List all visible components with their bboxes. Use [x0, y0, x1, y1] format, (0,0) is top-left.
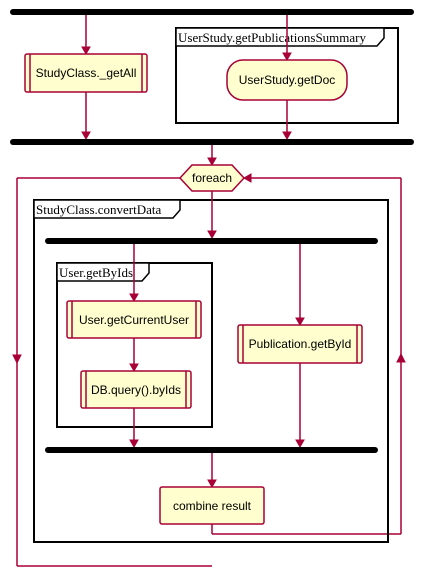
- frame-convert-data: StudyClass.convertData: [33, 199, 389, 543]
- node-get-doc: UserStudy.getDoc: [226, 59, 348, 101]
- node-db-query: DB.query().byIds: [80, 370, 192, 409]
- fork-bar-inner: [45, 238, 378, 244]
- node-foreach: foreach: [178, 164, 246, 192]
- node-foreach-label: foreach: [192, 171, 232, 185]
- frame-get-by-ids-title: User.getByIds: [59, 265, 133, 280]
- node-get-all: StudyClass._getAll: [24, 53, 148, 93]
- frame-get-by-ids: User.getByIds: [56, 262, 213, 428]
- frame-user-study-title: UserStudy.getPublicationsSummary: [178, 30, 367, 45]
- node-combine-result-label: combine result: [173, 499, 252, 513]
- frame-convert-data-title: StudyClass.convertData: [36, 202, 162, 217]
- node-combine-result: combine result: [159, 486, 265, 525]
- join-bar-inner: [45, 447, 378, 453]
- join-bar-top: [10, 139, 414, 145]
- node-get-all-label: StudyClass._getAll: [36, 66, 137, 80]
- node-get-current-user-label: User.getCurrentUser: [79, 313, 189, 327]
- node-publication-get-by-id: Publication.getById: [237, 324, 363, 364]
- fork-bar-top: [10, 9, 414, 15]
- node-get-current-user: User.getCurrentUser: [66, 300, 202, 339]
- node-db-query-label: DB.query().byIds: [91, 383, 181, 397]
- node-publication-get-by-id-label: Publication.getById: [249, 337, 352, 351]
- node-get-doc-label: UserStudy.getDoc: [239, 73, 336, 87]
